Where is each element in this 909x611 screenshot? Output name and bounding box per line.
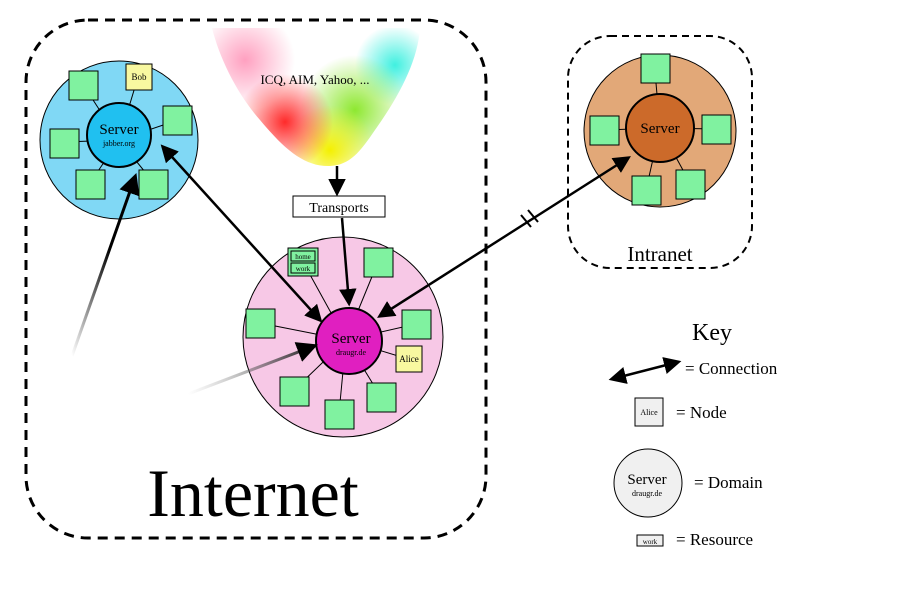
draugr-node bbox=[245, 308, 276, 339]
work-resource-label: work bbox=[296, 265, 311, 273]
jabber-node bbox=[138, 169, 169, 200]
transports-box bbox=[292, 195, 386, 218]
firewall-break bbox=[520, 209, 539, 228]
legend-domain-sample bbox=[613, 448, 683, 518]
draugr-node bbox=[279, 376, 310, 407]
external-link-draugr bbox=[187, 342, 318, 396]
jabber-node bbox=[68, 70, 99, 101]
intranet-server-title: Server bbox=[640, 121, 679, 137]
jabber-node bbox=[75, 169, 106, 200]
alice-node bbox=[395, 345, 423, 373]
legend-connection-label: = Connection bbox=[685, 359, 778, 378]
draugr-server-title: Server bbox=[331, 331, 370, 347]
intranet-node bbox=[589, 115, 620, 146]
intranet-region bbox=[567, 35, 753, 269]
draugr-server bbox=[315, 307, 383, 375]
jabber-server-domain: jabber.org bbox=[102, 139, 135, 148]
jabber-server bbox=[86, 102, 152, 168]
legend-node-label: = Node bbox=[676, 403, 727, 422]
internet-label: Internet bbox=[147, 455, 359, 531]
jabber-draugr-connection bbox=[160, 144, 323, 323]
external-link-jabber bbox=[70, 173, 140, 357]
intranet-node bbox=[640, 53, 671, 84]
legend-resource-label: = Resource bbox=[676, 530, 753, 549]
intranet-label: Intranet bbox=[627, 242, 692, 266]
intranet-node bbox=[701, 114, 732, 145]
legend-connection-arrow bbox=[608, 357, 682, 384]
transport-draugr-link bbox=[339, 217, 357, 307]
draugr-node bbox=[363, 247, 394, 278]
intranet-node bbox=[631, 175, 662, 206]
alice-node-label: Alice bbox=[399, 354, 419, 364]
legend-node-sample-label: Alice bbox=[640, 408, 658, 417]
draugr-node bbox=[401, 309, 432, 340]
bob-node-label: Bob bbox=[131, 72, 147, 82]
draugr-node bbox=[324, 399, 355, 430]
home-resource-label: home bbox=[295, 253, 311, 261]
intranet-node bbox=[675, 169, 706, 200]
bob-node bbox=[125, 63, 153, 91]
transports-label: Transports bbox=[309, 201, 368, 216]
draugr-server-domain: draugr.de bbox=[336, 348, 366, 357]
jabber-server-title: Server bbox=[99, 122, 138, 138]
legend-resource-sample-label: work bbox=[643, 538, 658, 546]
jabber-node bbox=[162, 105, 193, 136]
legend-domain-label: = Domain bbox=[694, 473, 763, 492]
cloud-label: ICQ, AIM, Yahoo, ... bbox=[260, 72, 369, 87]
jabber-node bbox=[49, 128, 80, 159]
legend: Key = Connection Alice = Node Server dra… bbox=[608, 320, 778, 549]
legacy-im-cloud bbox=[212, 28, 420, 167]
draugr-node bbox=[366, 382, 397, 413]
legend-resource-sample bbox=[636, 534, 664, 547]
intranet-server bbox=[625, 93, 695, 163]
legend-domain-sample-sub: draugr.de bbox=[632, 489, 662, 498]
draugr-intranet-connection bbox=[377, 156, 631, 318]
legend-domain-sample-title: Server bbox=[627, 472, 666, 488]
legend-node-sample bbox=[634, 397, 664, 427]
legend-title: Key bbox=[692, 320, 732, 346]
